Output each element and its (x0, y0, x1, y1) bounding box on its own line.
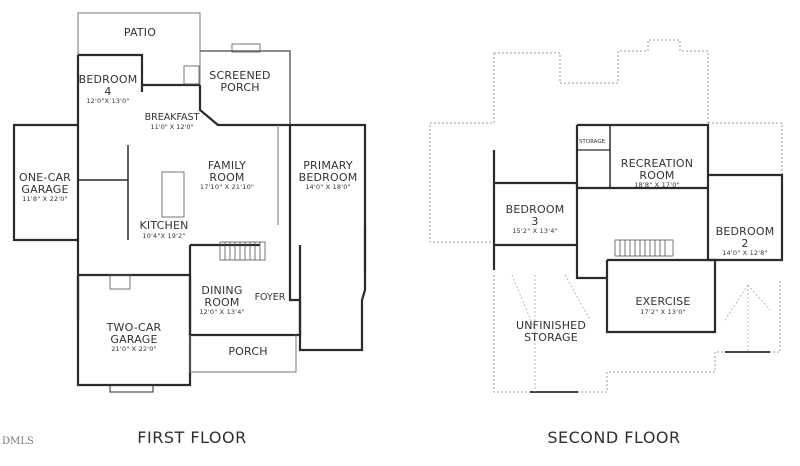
room-name-line1: ONE-CAR (18, 171, 72, 184)
room-dimensions: 11'8" X 22'0" (22, 195, 68, 204)
room-recreation-room: RECREATION ROOM 18'8" X 17'0" (621, 158, 693, 189)
room-kitchen: KITCHEN 10'4"X 19'2" (139, 220, 188, 239)
room-dining-room: DINING ROOM 12'0" X 13'4" (199, 285, 245, 316)
room-breakfast: BREAKFAST 11'0" X 12'0" (145, 113, 200, 131)
room-unfinished-storage: UNFINISHED STORAGE (516, 320, 586, 343)
room-name-line2: 3 (531, 214, 539, 228)
room-name: EXERCISE (635, 295, 691, 308)
room-dimensions: 14'0" X 18'0" (305, 183, 351, 192)
room-name-line1: BEDROOM (78, 73, 138, 86)
second-floor-walls (492, 123, 784, 393)
room-porch: PORCH (228, 346, 267, 358)
second-floor-roofline (429, 39, 783, 393)
room-foyer: FOYER (255, 293, 286, 303)
room-name-line1: UNFINISHED (516, 319, 586, 332)
second-floor-stairs (614, 239, 674, 257)
room-dimensions: 11'0" X 12'0" (150, 122, 194, 131)
room-bedroom-3: BEDROOM 3 15'2" X 13'4" (506, 204, 565, 235)
room-name-line1: PRIMARY (303, 159, 353, 172)
room-name: KITCHEN (139, 219, 189, 232)
room-bedroom-4: BEDROOM 4 12'0"X 13'0" (79, 74, 138, 105)
room-dimensions: 12'0" X 13'4" (199, 308, 245, 317)
room-name-line2: ROOM (639, 168, 675, 182)
room-exercise: EXERCISE 17'2" X 13'0" (636, 296, 691, 315)
room-one-car-garage: ONE-CAR GARAGE 11'8" X 22'0" (19, 172, 71, 203)
room-family-room: FAMILY ROOM 17'10" X 21'10" (200, 160, 254, 191)
first-floor-title: FIRST FLOOR (137, 428, 247, 447)
room-screened-porch: SCREENED PORCH (209, 70, 270, 93)
mls-watermark: DMLS (2, 436, 34, 447)
room-name: STORAGE (578, 139, 606, 145)
room-name-line1: BEDROOM (505, 203, 565, 216)
room-bedroom-2: BEDROOM 2 14'0" X 12'8" (716, 226, 775, 257)
room-dimensions: 14'0" X 12'8" (722, 249, 768, 258)
room-name-line2: 4 (104, 84, 112, 98)
room-name-line2: ROOM (209, 170, 245, 184)
room-two-car-garage: TWO-CAR GARAGE 21'0" X 22'0" (107, 322, 162, 353)
room-name-line2: ROOM (204, 295, 240, 309)
second-floor-title: SECOND FLOOR (547, 428, 681, 447)
room-storage: STORAGE (578, 139, 606, 146)
room-dimensions: 17'2" X 13'0" (640, 307, 686, 316)
room-dimensions: 17'10" X 21'10" (199, 183, 255, 192)
room-primary-bedroom: PRIMARY BEDROOM 14'0" X 18'0" (299, 160, 358, 191)
room-name-line2: BEDROOM (298, 170, 358, 184)
room-name-line2: 2 (741, 236, 749, 250)
room-name-line1: BEDROOM (715, 225, 775, 238)
room-dimensions: 15'2" X 13'4" (512, 227, 558, 236)
room-patio: PATIO (124, 27, 156, 39)
room-name: BREAKFAST (144, 112, 200, 123)
room-name-line2: PORCH (220, 80, 260, 94)
room-dimensions: 18'8" X 17'0" (634, 181, 680, 190)
room-name-line1: TWO-CAR (106, 321, 162, 334)
room-name: FOYER (254, 292, 286, 303)
room-name-line1: SCREENED (209, 69, 271, 82)
room-dimensions: 21'0" X 22'0" (111, 345, 157, 354)
room-name: PATIO (123, 26, 157, 39)
room-name-line2: GARAGE (110, 332, 158, 346)
room-dimensions: 10'4"X 19'2" (142, 231, 186, 240)
room-name-line1: FAMILY (207, 159, 247, 172)
room-name-line1: DINING (201, 284, 243, 297)
room-dimensions: 12'0"X 13'0" (86, 97, 130, 106)
unfinished-storage-rafters (511, 274, 771, 392)
room-name-line2: STORAGE (524, 330, 578, 344)
first-floor-stairs (109, 43, 266, 290)
room-name: PORCH (228, 345, 268, 358)
room-name-line2: GARAGE (21, 182, 69, 196)
room-name-line1: RECREATION (620, 157, 694, 170)
